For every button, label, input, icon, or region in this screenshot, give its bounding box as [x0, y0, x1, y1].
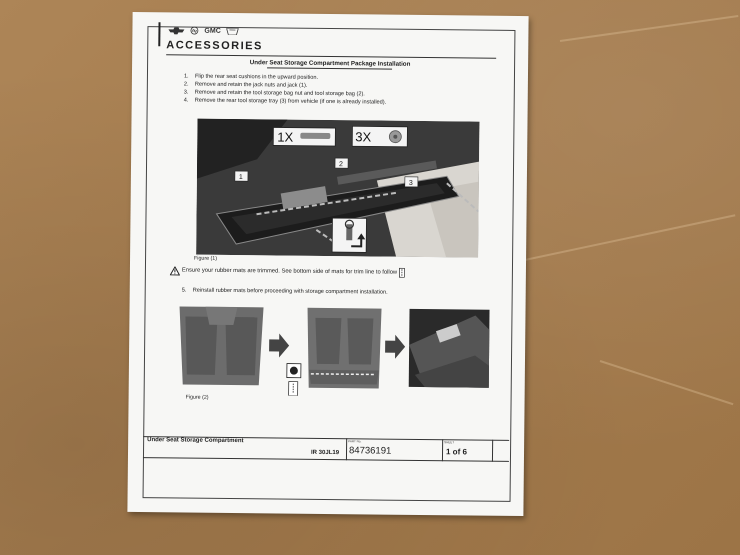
sheet-label: SHEET — [444, 440, 455, 445]
step-text: Remove the rear tool storage tray (3) fr… — [194, 97, 387, 106]
footer-title: Under Seat Storage Compartment — [147, 437, 244, 445]
callout-3: 3 — [409, 180, 413, 187]
footer-divider — [441, 439, 444, 462]
callout-1: 1 — [239, 174, 243, 181]
step-number: 1. — [183, 73, 189, 80]
rubber-mats-trimmed — [307, 307, 382, 389]
sheet-number: 1 of 6 — [445, 447, 467, 457]
accessories-heading: ACCESSORIES — [166, 39, 263, 53]
brand-logos: GMC — [168, 26, 239, 35]
footer-divider — [491, 439, 494, 462]
qty-3x-label: 3X — [355, 129, 371, 144]
footer-title-block: Under Seat Storage Compartment IR 30JL19… — [142, 436, 510, 462]
qty-1x-label: 1X — [277, 129, 293, 144]
footer-divider — [345, 438, 348, 461]
buick-tri-shield-icon — [190, 26, 199, 35]
figure-2-photos — [179, 306, 490, 397]
step-text: Remove and retain the jack nuts and jack… — [194, 81, 308, 89]
arrow-right-icon — [269, 333, 290, 358]
step-number: 3. — [183, 89, 189, 96]
gmc-logo-text: GMC — [204, 27, 221, 35]
rubber-mats-untrimmed — [179, 306, 264, 386]
header-accent-bar — [158, 22, 161, 47]
warning-note: Ensure your rubber mats are trimmed. See… — [169, 265, 406, 278]
footer-ir-code: IR 30JL19 — [310, 449, 340, 457]
step-text: Flip the rear seat cushions in the upwar… — [194, 73, 319, 81]
chevrolet-bowtie-icon — [168, 26, 185, 34]
arrow-right-icon — [385, 334, 406, 359]
cadillac-crest-icon — [226, 27, 239, 35]
installed-mat-photo — [408, 308, 490, 388]
part-number-label: PART No. — [348, 439, 362, 444]
part-number: 84736191 — [348, 445, 392, 457]
step-number: 4. — [183, 97, 189, 104]
trim-line-icon — [399, 267, 406, 278]
figure-1-photo: 1X 3X 1 2 3 — [196, 118, 480, 258]
callout-2: 2 — [339, 161, 343, 168]
figure-2-caption: Figure (2) — [185, 394, 209, 401]
instruction-sheet: GMC ACCESSORIES Under Seat Storage Compa… — [127, 11, 529, 517]
figure-1-caption: Figure (1) — [194, 255, 218, 262]
step-number: 5. — [181, 287, 187, 294]
trim-line-callout — [286, 363, 302, 397]
step-number: 2. — [183, 81, 189, 88]
warning-text: Ensure your rubber mats are trimmed. See… — [181, 267, 398, 276]
step-list: 1. Flip the rear seat cushions in the upw… — [184, 72, 387, 106]
warning-triangle-icon — [169, 265, 180, 275]
